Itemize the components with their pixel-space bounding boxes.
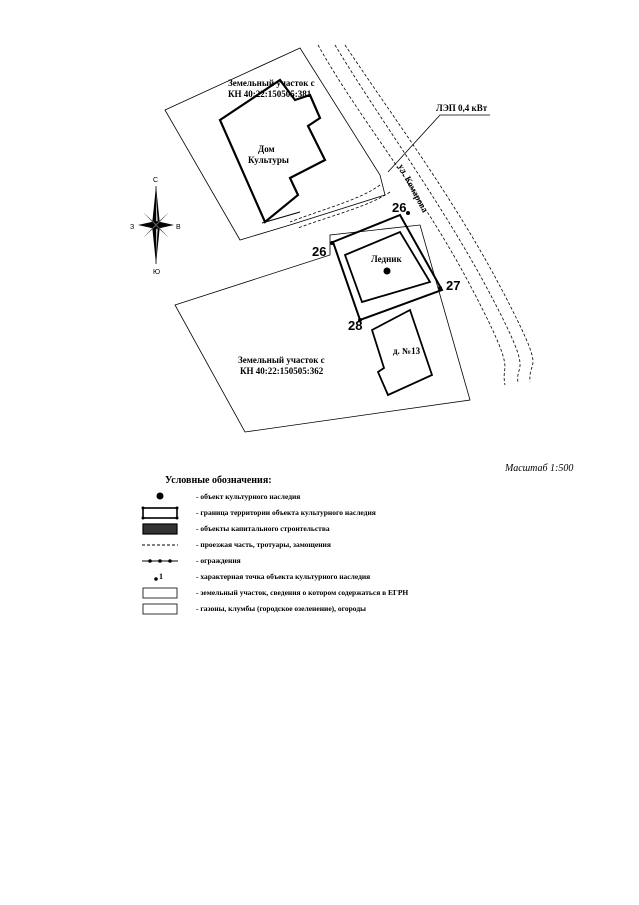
legend-item: 1 - характерная точка объекта культурног… (140, 570, 440, 586)
legend-item-text: - земельный участок, сведения о котором … (196, 588, 409, 597)
legend-item: - объекты капитального строительства (140, 522, 440, 538)
legend-item-text: - проезжая часть, тротуары, замощения (196, 540, 331, 549)
legend: - объект культурного наследия - граница … (140, 490, 440, 618)
svg-text:З: З (130, 224, 134, 231)
fence-line (261, 211, 301, 224)
point-label-26a: 26 (392, 200, 406, 215)
plot-north-label-1: Земельный участок с (228, 78, 315, 88)
legend-item-text: - объекты капитального строительства (196, 524, 330, 533)
scale-label: Масштаб 1:500 (505, 463, 574, 474)
legend-item: - объект культурного наследия (140, 490, 440, 506)
dom-kultury-label-1: Дом (258, 144, 275, 154)
capital-building-icon (142, 523, 178, 535)
land-plot-south (174, 224, 471, 433)
road-band (289, 44, 534, 386)
svg-text:С: С (153, 177, 158, 184)
legend-item: - граница территории объекта культурного… (140, 506, 440, 522)
building-dom-kultury (218, 78, 327, 224)
plot-south-label-2: КН 40:22:150505:362 (240, 366, 324, 376)
heritage-boundary (331, 213, 444, 322)
point-label-28: 28 (348, 318, 362, 333)
heritage-object-icon (156, 492, 164, 500)
characteristic-points (330, 211, 442, 322)
lednik-label: Ледник (371, 254, 402, 264)
fence-icon (142, 559, 178, 563)
legend-title: Условные обозначения: (165, 475, 272, 486)
point-label-26b: 26 (312, 244, 326, 259)
legend-item-text: - ограждения (196, 556, 241, 565)
power-line-label: ЛЭП 0,4 кВт (436, 103, 488, 113)
dom-kultury-label-2: Культуры (248, 155, 289, 165)
legend-item-text: - газоны, клумбы (городское озеленение),… (196, 604, 366, 613)
land-plot-icon (142, 587, 178, 599)
power-line-leader (387, 114, 490, 173)
plot-south-label-1: Земельный участок с (238, 355, 325, 365)
legend-item: - земельный участок, сведения о котором … (140, 586, 440, 602)
legend-item: - газоны, клумбы (городское озеленение),… (140, 602, 440, 618)
legend-item-text: - граница территории объекта культурного… (196, 508, 376, 517)
compass-rose-icon: С Ю З В (130, 177, 181, 276)
heritage-boundary-icon (141, 506, 179, 520)
characteristic-point-icon: 1 (154, 572, 163, 581)
point-label-27: 27 (446, 278, 460, 293)
plot-north-label-2: КН 40:22:150505:381 (228, 89, 312, 99)
legend-item: - ограждения (140, 554, 440, 570)
legend-item-text: - характерная точка объекта культурного … (196, 572, 371, 581)
heritage-object-icon (383, 267, 391, 275)
lawn-icon (142, 603, 178, 615)
legend-item-text: - объект культурного наследия (196, 492, 301, 501)
legend-item: - проезжая часть, тротуары, замощения (140, 538, 440, 554)
site-plan-map: Земельный участок с КН 40:22:150505:381 … (130, 44, 534, 433)
land-plot-north (164, 47, 386, 241)
building-house-13 (370, 308, 434, 397)
svg-text:1: 1 (159, 572, 163, 581)
house-13-label: д. №13 (393, 346, 421, 356)
building-lednik (343, 230, 432, 304)
svg-text:В: В (176, 224, 181, 231)
roadway-icon (142, 544, 178, 546)
svg-text:Ю: Ю (153, 269, 160, 276)
